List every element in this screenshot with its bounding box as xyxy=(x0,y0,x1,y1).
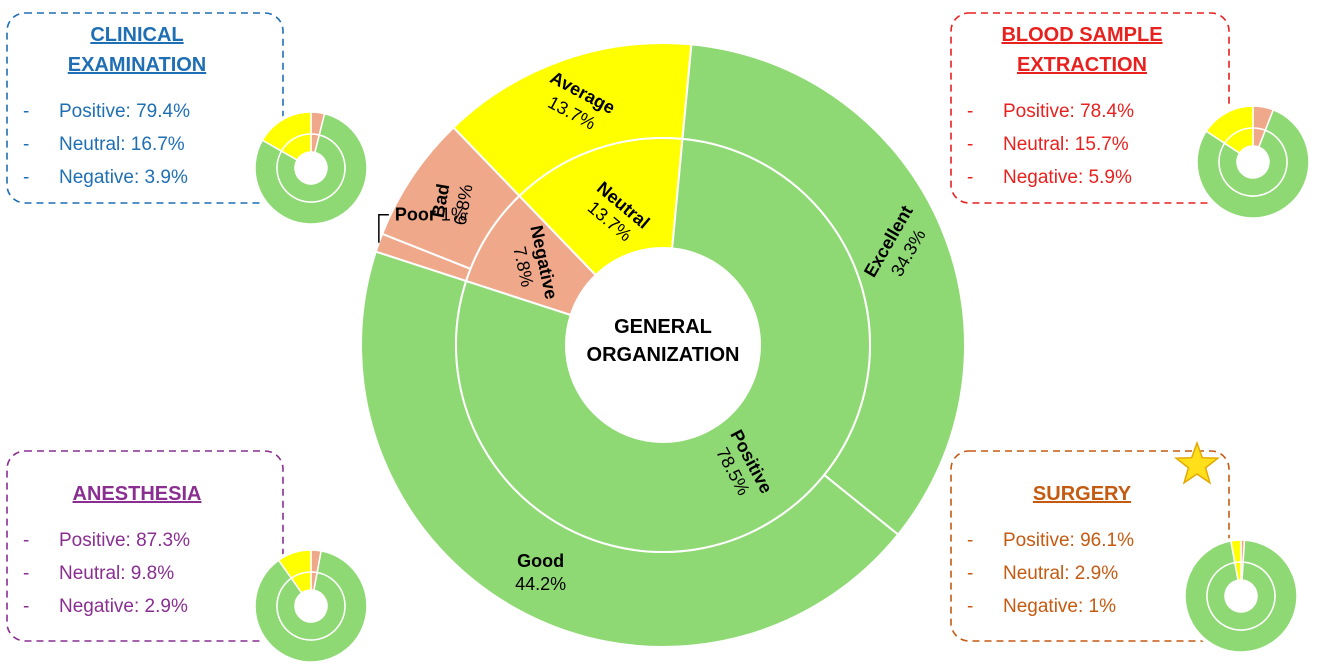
callout-bullet: - xyxy=(23,134,29,155)
mini-donut-inner-slice-neutral xyxy=(1233,561,1242,582)
callout-line: Neutral: 2.9% xyxy=(1003,563,1118,584)
inner-slice-positive xyxy=(455,137,871,553)
outer-label-value: 44.2% xyxy=(515,574,566,594)
callout-border xyxy=(6,450,284,642)
callout-title-line: EXAMINATION xyxy=(68,54,207,76)
callout-title-line: EXTRACTION xyxy=(1017,54,1147,76)
center-label-line-1: GENERAL xyxy=(614,316,712,338)
mini-donut-inner-slice-positive xyxy=(276,134,346,203)
callout-box-blood-sample-extraction: BLOOD SAMPLE EXTRACTION - Positive: 78.4% - N… xyxy=(950,12,1312,221)
callout-border xyxy=(950,12,1230,204)
mini-donut-inner-slice-neutral xyxy=(1223,127,1254,155)
callout-line: Positive: 79.4% xyxy=(59,101,190,122)
callout-line: Positive: 87.3% xyxy=(59,530,190,551)
center-label-line-2: ORGANIZATION xyxy=(587,344,740,366)
callout-box-anesthesia: ANESTHESIA - Positive: 87.3% - Neutral: 9.8%… xyxy=(6,450,370,665)
outer-label-good: Good 44.2% xyxy=(515,551,566,594)
callout-line: Negative: 5.9% xyxy=(1003,167,1132,188)
callout-bullet: - xyxy=(23,530,29,551)
callout-bullet: - xyxy=(23,596,29,617)
callout-title-line: ANESTHESIA xyxy=(73,483,202,505)
mini-donut-inner-slice-positive xyxy=(276,571,346,641)
callout-bullet: - xyxy=(967,167,973,188)
callout-title-line: CLINICAL xyxy=(90,24,183,46)
callout-line: Neutral: 15.7% xyxy=(1003,134,1129,155)
outer-label-poor: Poor 1% xyxy=(395,205,467,225)
star-icon xyxy=(1174,440,1220,485)
poor-leader-line xyxy=(378,213,389,243)
callout-line: Negative: 2.9% xyxy=(59,596,188,617)
callout-bullet: - xyxy=(967,563,973,584)
callout-bullet: - xyxy=(967,134,973,155)
callout-bullet: - xyxy=(967,101,973,122)
main-sunburst: GENERALORGANIZATIONNegative7.8%Neutral13… xyxy=(360,42,966,648)
mini-donut-inner-slice-neutral xyxy=(290,571,312,594)
callout-bullet: - xyxy=(23,101,29,122)
callout-box-surgery: SURGERY - Positive: 96.1% - Neutral: 2.9% - Ne… xyxy=(950,440,1300,655)
callout-line: Negative: 3.9% xyxy=(59,167,188,188)
mini-donut-inner-slice-positive xyxy=(1206,561,1276,631)
callout-line: Positive: 78.4% xyxy=(1003,101,1134,122)
callout-line: Positive: 96.1% xyxy=(1003,530,1134,551)
callout-border xyxy=(950,450,1230,642)
callout-title-line: SURGERY xyxy=(1033,483,1132,505)
callout-bullet: - xyxy=(23,167,29,188)
callout-line: Neutral: 9.8% xyxy=(59,563,174,584)
outer-label-name: Good xyxy=(517,551,564,571)
callout-border xyxy=(6,12,284,204)
callout-box-clinical-examination: CLINICAL EXAMINATION - Positive: 79.4% - Neut… xyxy=(6,12,370,227)
callout-line: Neutral: 16.7% xyxy=(59,134,185,155)
callout-bullet: - xyxy=(23,563,29,584)
mini-donut-inner-slice-positive xyxy=(1218,129,1288,197)
callout-title-line: BLOOD SAMPLE xyxy=(1001,24,1162,46)
callout-bullet: - xyxy=(967,530,973,551)
callout-line: Negative: 1% xyxy=(1003,596,1116,617)
mini-donut-inner-slice-neutral xyxy=(280,133,312,162)
callout-bullet: - xyxy=(967,596,973,617)
